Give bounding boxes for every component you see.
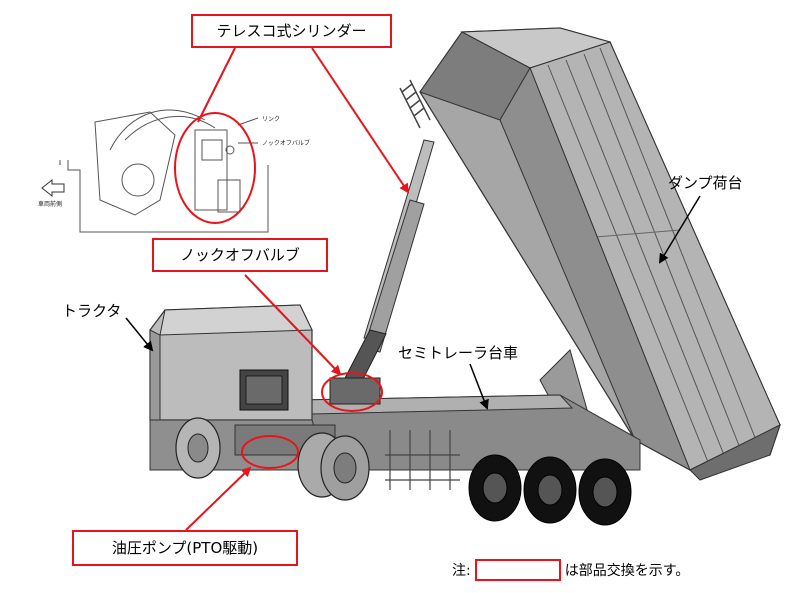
dump-bed (399, 27, 781, 481)
semitrailer-chassis (298, 377, 641, 490)
knockoff-valve-leader (244, 274, 342, 376)
legend-note-prefix: 注: (452, 563, 471, 579)
inset-callout-ellipse (174, 112, 256, 224)
inset-vehicle-front-label: 車両前側 (38, 201, 63, 208)
tractor-label: トラクタ (62, 302, 122, 320)
inset-link-label: リンク (262, 116, 281, 123)
vehicle-front-arrow (41, 178, 65, 198)
inset-knockoff-valve-label: ノックオフバルブ (262, 140, 310, 147)
legend-red-box (474, 559, 561, 581)
cylinder-leader-to-inset (197, 47, 236, 123)
telescopic-cylinder-label: テレスコ式シリンダー (191, 14, 392, 48)
semitrailer-chassis-label: セミトレーラ台車 (398, 344, 519, 362)
inset-drawing (59, 109, 269, 233)
knockoff-valve-label: ノックオフバルブ (152, 238, 328, 272)
trailer-wheels (468, 454, 632, 526)
telescopic-cylinder (343, 139, 435, 386)
hydraulic-pump-ellipse (241, 435, 299, 469)
dump-bed-arrow (658, 195, 701, 264)
legend-note-suffix: は部品交換を示す。 (564, 563, 690, 579)
semitrailer-arrow (469, 363, 489, 410)
dump-bed-label: ダンプ荷台 (668, 174, 743, 192)
legend-note: 注: は部品交換を示す。 (452, 558, 689, 582)
knockoff-valve-ellipse (321, 372, 383, 412)
cylinder-leader-arrow (311, 47, 410, 194)
hydraulic-pump-label: 油圧ポンプ(PTO駆動) (72, 530, 298, 566)
hydraulic-pump-leader (185, 466, 252, 531)
tractor-wheels (175, 417, 370, 501)
tractor-arrow (125, 317, 154, 352)
